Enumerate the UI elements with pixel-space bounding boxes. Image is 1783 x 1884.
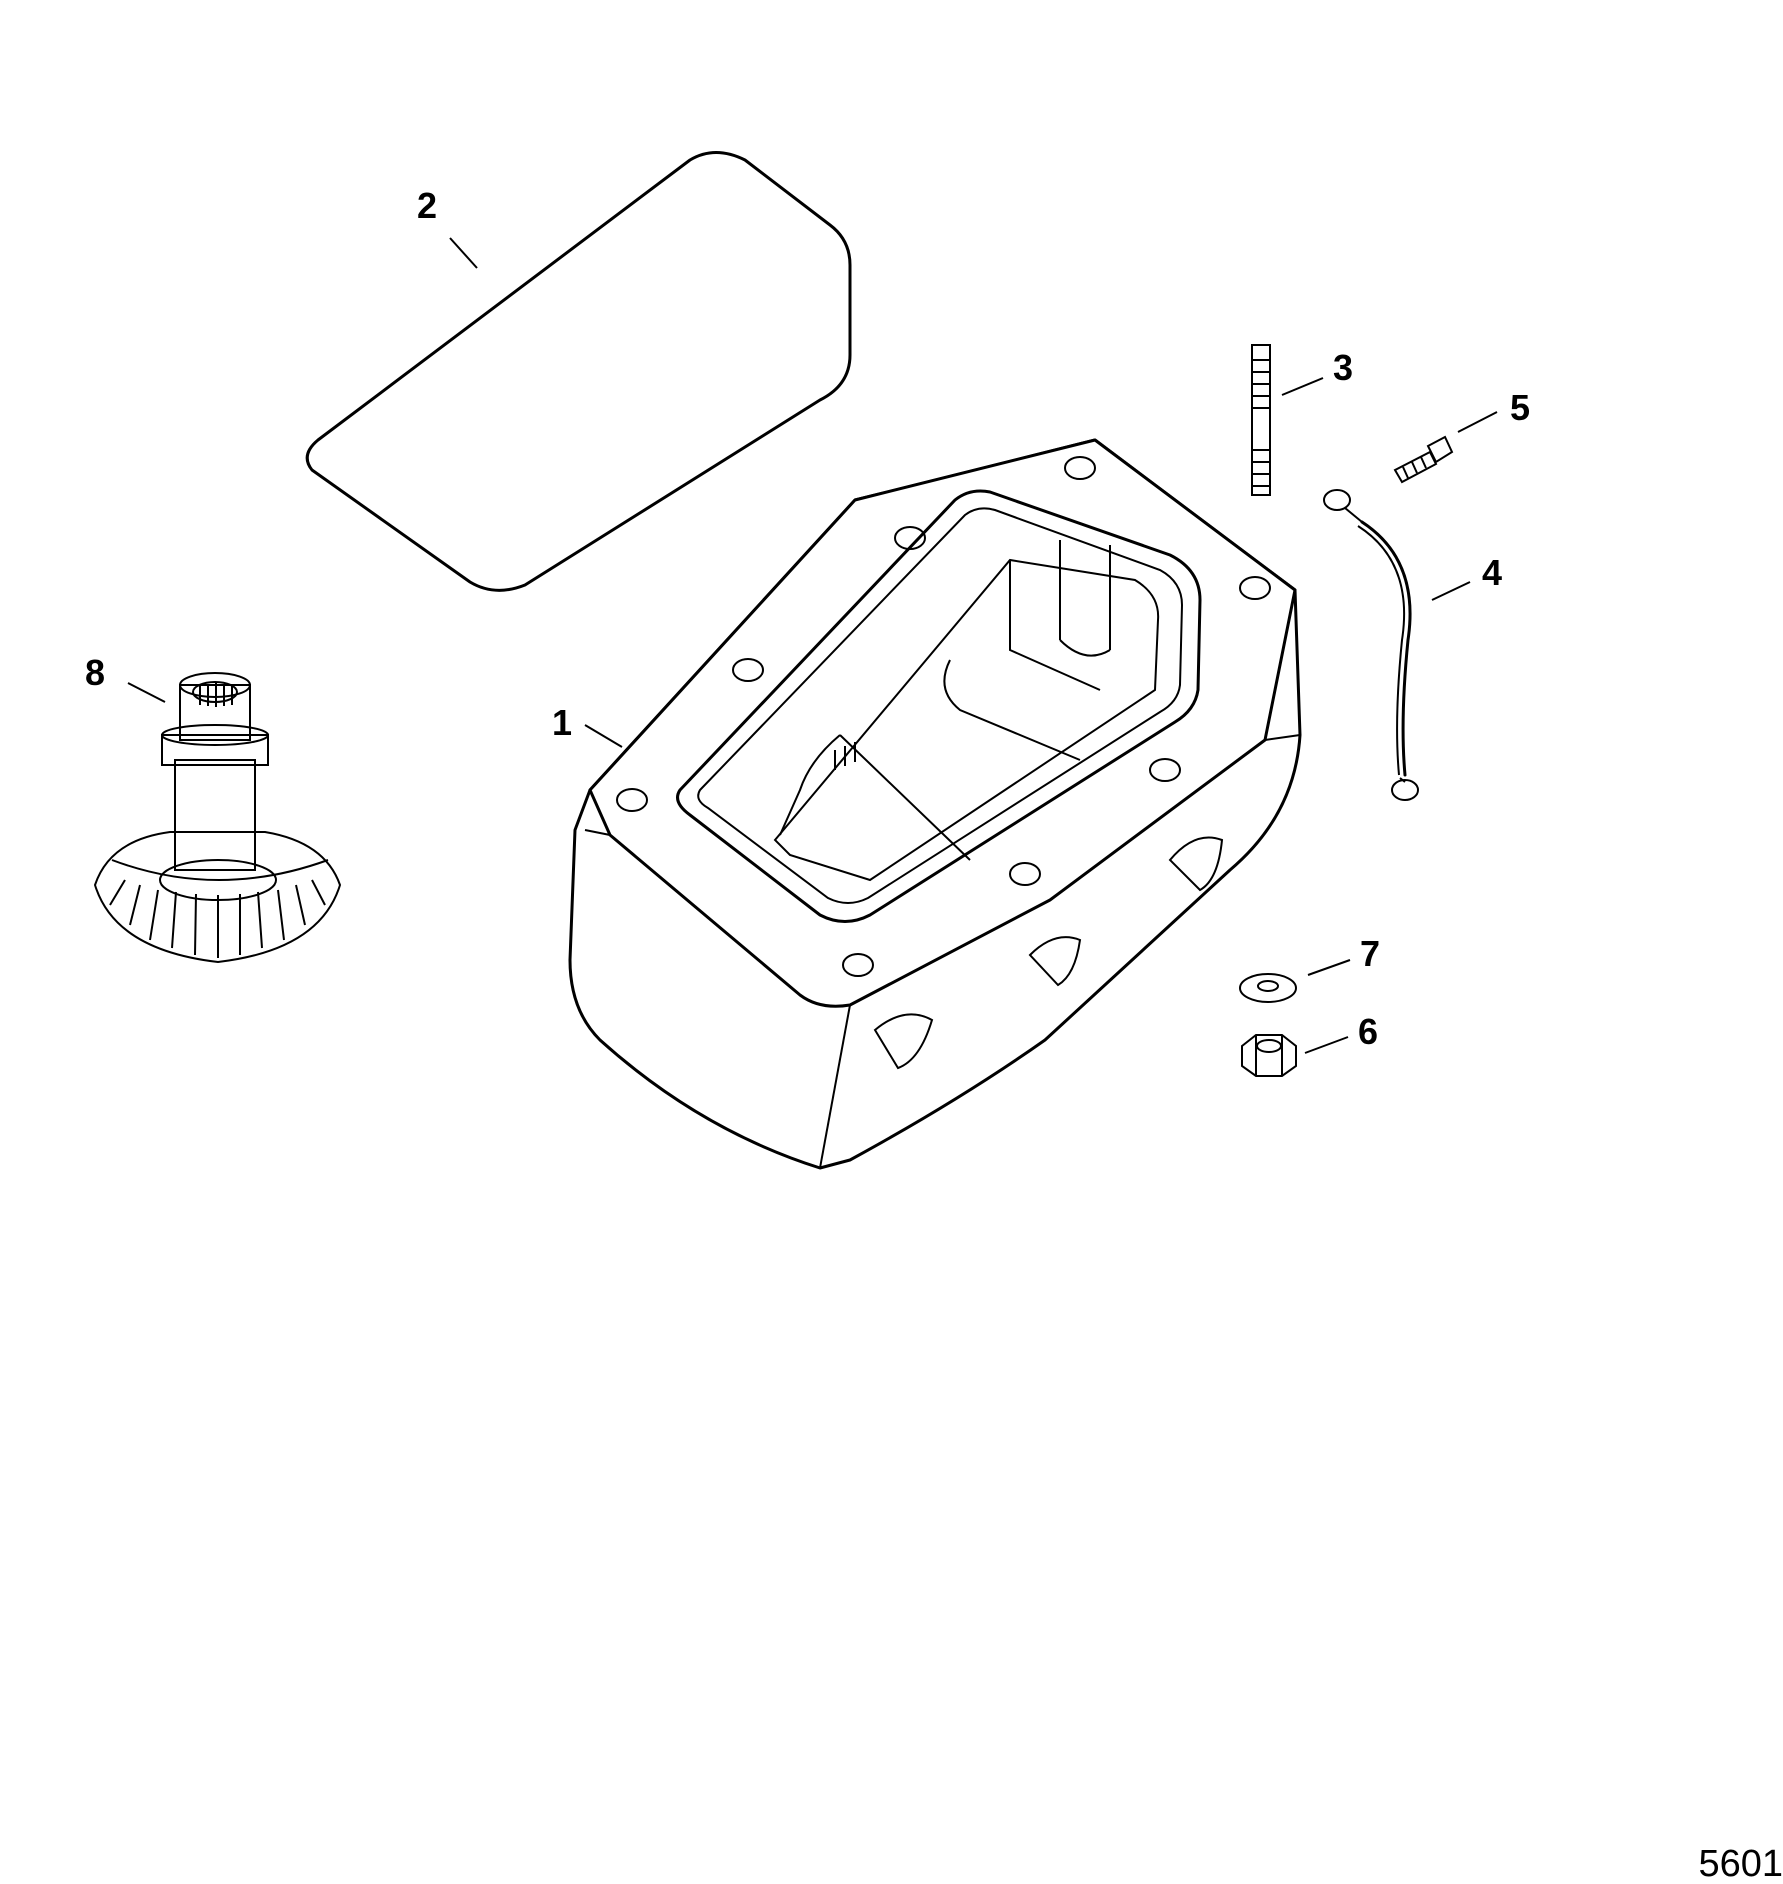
gasket-part: [305, 151, 852, 592]
ground-wire-part: [1323, 489, 1419, 801]
bevel-gear-part: [93, 672, 342, 964]
washer-part: [1239, 973, 1297, 1003]
callout-5: 5: [1510, 387, 1530, 428]
callout-8: 8: [85, 652, 105, 693]
leader-line-8: [127, 682, 166, 703]
leader-line-5: [1457, 411, 1498, 433]
leader-line-1: [584, 724, 623, 748]
leader-line-4: [1431, 581, 1471, 601]
callout-1: 1: [552, 702, 572, 743]
leader-line-2: [449, 237, 478, 269]
callout-4: 4: [1482, 552, 1502, 593]
callout-7: 7: [1360, 933, 1380, 974]
housing-part: [568, 438, 1302, 1170]
callout-3: 3: [1333, 347, 1353, 388]
callout-6: 6: [1358, 1011, 1378, 1052]
leader-line-7: [1307, 959, 1351, 976]
leader-line-6: [1304, 1036, 1349, 1054]
callout-2: 2: [417, 185, 437, 226]
leader-line-3: [1281, 377, 1324, 396]
stud-part: [1251, 344, 1271, 496]
screw-part: [1393, 435, 1454, 484]
figure-number: 5601: [1698, 1843, 1783, 1884]
nut-part: [1241, 1034, 1297, 1077]
